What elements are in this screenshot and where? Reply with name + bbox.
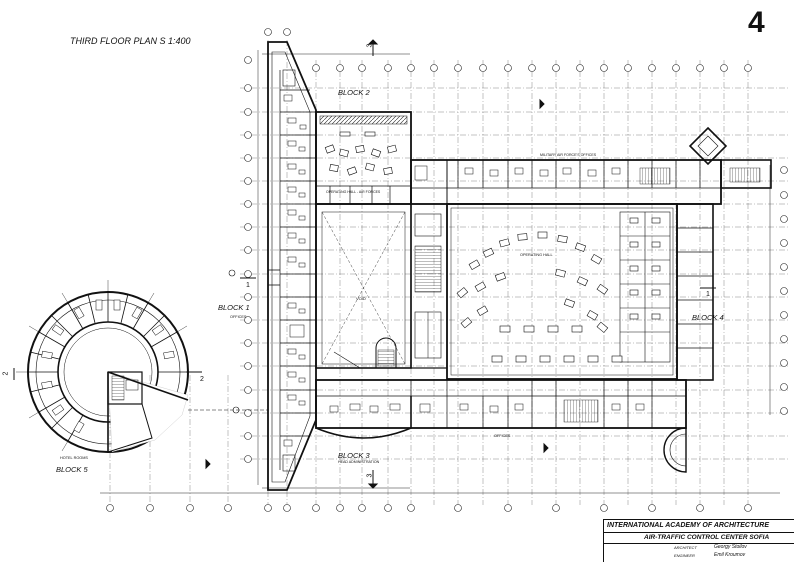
title-block-institution: INTERNATIONAL ACADEMY OF ARCHITECTURE bbox=[607, 522, 770, 529]
block-3-label: BLOCK 3 bbox=[338, 451, 370, 460]
void-label: VOID bbox=[356, 296, 366, 301]
section-mark-1-left: 1 bbox=[246, 282, 250, 289]
block-2-label: BLOCK 2 bbox=[338, 88, 370, 97]
section-mark-3-bottom: 3 bbox=[366, 473, 374, 478]
title-block: INTERNATIONAL ACADEMY OF ARCHITECTURE AI… bbox=[603, 519, 794, 562]
block-1-label: BLOCK 1 bbox=[218, 303, 250, 312]
block-5 bbox=[16, 280, 268, 453]
military-offices-label: MILITARY AIR FORCE'S OFFICES bbox=[540, 153, 597, 157]
operating-hall-air-forces-label: OPERATING HALL - AIR FORCES bbox=[326, 190, 381, 194]
block-5-label: BLOCK 5 bbox=[56, 465, 88, 474]
operating-hall-label: OPERATING HALL bbox=[520, 253, 553, 257]
block-1 bbox=[267, 41, 317, 491]
structural-grid bbox=[109, 40, 790, 505]
architect-name: Georgy Stoilov bbox=[714, 544, 747, 550]
grid-bubbles-right bbox=[780, 166, 788, 415]
block-3 bbox=[315, 379, 687, 473]
block-5-caption: HOTEL ROOMS bbox=[60, 456, 88, 460]
section-mark-1-right: 1 bbox=[706, 291, 710, 298]
head-administration-label: HEAD ADMINISTRATION bbox=[338, 460, 380, 464]
section-markers bbox=[13, 39, 716, 489]
offices-bottom-label: OFFICES bbox=[494, 434, 511, 438]
title-block-project: AIR-TRAFFIC CONTROL CENTER SOFIA bbox=[644, 534, 770, 541]
sheet-number: 4 bbox=[748, 6, 765, 39]
section-mark-2-right: 2 bbox=[200, 376, 204, 383]
level-markers bbox=[228, 269, 240, 414]
architect-label: ARCHITECT bbox=[674, 545, 697, 550]
engineer-label: ENGINEER bbox=[674, 553, 695, 558]
grid-bubbles-top bbox=[264, 28, 752, 72]
engineer-name: Emil Kroumov bbox=[714, 552, 746, 558]
offices-block1-label: OFFICES bbox=[230, 315, 247, 319]
grid-bubbles-bottom bbox=[106, 504, 752, 512]
service-core bbox=[410, 159, 448, 369]
block-4 bbox=[410, 126, 772, 381]
grid-bubbles-left bbox=[244, 56, 252, 463]
drawing-title: THIRD FLOOR PLAN S 1:400 bbox=[70, 36, 191, 46]
central-void bbox=[315, 203, 412, 369]
section-mark-3-top: 3 bbox=[366, 43, 374, 48]
section-mark-2-left: 2 bbox=[2, 371, 10, 376]
dimension-lines bbox=[100, 50, 780, 494]
block-4-label: BLOCK 4 bbox=[692, 313, 724, 322]
